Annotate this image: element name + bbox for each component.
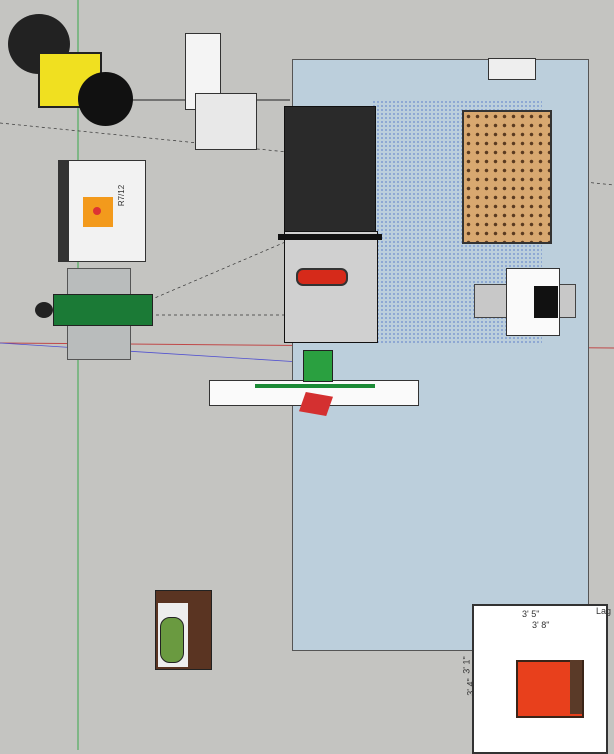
- dust-collector[interactable]: [8, 14, 133, 126]
- miter-saw[interactable]: [474, 264, 576, 344]
- disc-sander[interactable]: [155, 590, 212, 670]
- blue-axis: [0, 342, 301, 363]
- tag-label: Lag: [596, 606, 612, 616]
- dimension-cabinet-width-top: 3' 5": [522, 609, 540, 619]
- cabinet[interactable]: [472, 604, 608, 754]
- band-saw[interactable]: [185, 33, 260, 150]
- table-saw[interactable]: [278, 106, 382, 343]
- planer-marking: R7/12: [117, 184, 127, 207]
- jointer[interactable]: [35, 268, 153, 360]
- dimension-cabinet-width: 3' 8": [532, 620, 550, 630]
- assembly-table[interactable]: [462, 110, 552, 244]
- router-table[interactable]: [209, 348, 419, 418]
- router-control-box[interactable]: [488, 58, 536, 80]
- dimension-cabinet-depth-b: 3' 4": [465, 678, 476, 696]
- guide-line: [149, 209, 361, 301]
- planer[interactable]: R7/12: [58, 160, 146, 262]
- dimension-cabinet-depth-a: 3' 1": [461, 656, 472, 674]
